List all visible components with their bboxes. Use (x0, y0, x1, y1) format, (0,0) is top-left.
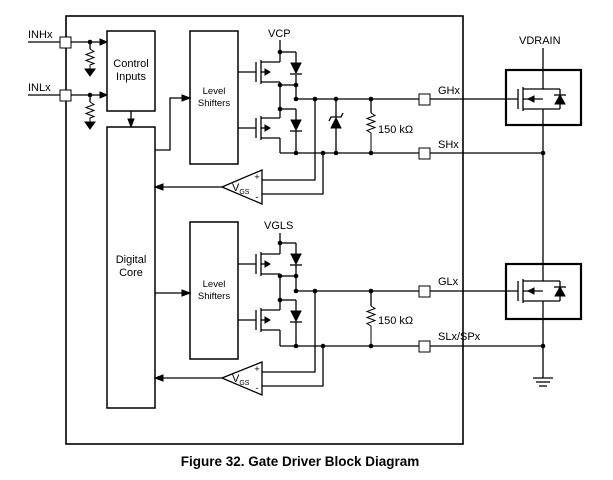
pin-ghx (418, 93, 431, 106)
vgs-comparator-low (220, 361, 263, 396)
supply-vcp-label: VCP (268, 28, 291, 40)
pin-ghx-label: GHx (438, 85, 461, 97)
pin-slx-label: SLx/SPx (438, 331, 481, 343)
vgs-comparator-high (220, 169, 263, 205)
ic-boundary (65, 15, 464, 445)
comparator-label: VGS (232, 373, 250, 387)
comparator-minus: - (255, 383, 258, 394)
resistor-low-label: 150 kΩ (378, 315, 413, 327)
comparator-plus: + (254, 172, 260, 183)
pin-shx (418, 147, 431, 160)
ground-symbol (84, 68, 96, 77)
digital-core-label: Core (119, 267, 143, 279)
pin-inhx (59, 36, 72, 49)
ground-symbol (84, 121, 96, 130)
pin-inlx (59, 89, 72, 102)
pin-slx (418, 340, 431, 353)
control-inputs-label: Control (113, 58, 148, 70)
pin-inhx-label: INHx (28, 29, 53, 41)
comparator-minus: - (255, 192, 258, 203)
pin-glx-label: GLx (438, 276, 459, 288)
comparator-label: VGS (232, 182, 250, 196)
supply-vgls-label: VGLS (264, 220, 293, 232)
level-shifter-label: Shifters (198, 291, 230, 302)
level-shifter-label: Shifters (198, 98, 230, 109)
pin-glx (418, 285, 431, 298)
level-shifter-label: Level (203, 86, 226, 97)
supply-vdrain-label: VDRAIN (519, 35, 561, 47)
pin-shx-label: SHx (438, 139, 459, 151)
level-shifter-block-low (189, 221, 239, 360)
figure-caption: Figure 32. Gate Driver Block Diagram (181, 454, 420, 469)
comparator-plus: + (254, 364, 260, 375)
control-inputs-block (106, 30, 156, 112)
pin-inlx-label: INLx (28, 82, 51, 94)
digital-core-block (106, 126, 156, 409)
level-shifter-label: Level (203, 279, 226, 290)
level-shifter-block-high (189, 30, 239, 165)
control-inputs-label: Inputs (116, 71, 146, 83)
digital-core-label: Digital (116, 254, 147, 266)
resistor-high-label: 150 kΩ (378, 124, 413, 136)
